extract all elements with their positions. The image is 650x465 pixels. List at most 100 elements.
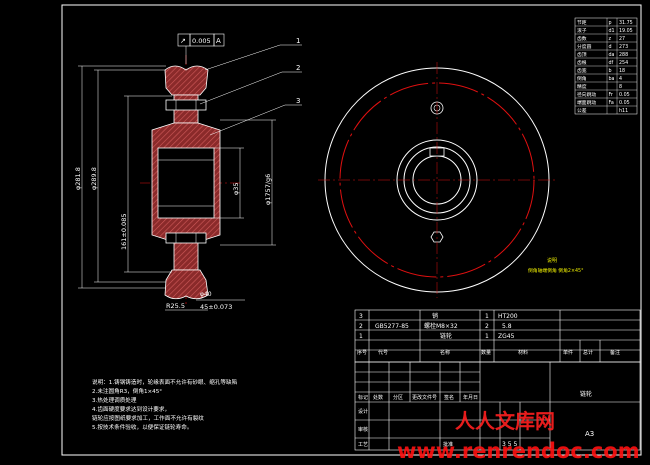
param-label: 滚子 [577, 27, 587, 34]
section-view: 1 2 3 ↗ 0.005 A φ281.8 φ289.8 161±0.085 … [74, 33, 302, 311]
web-bottom [173, 241, 199, 271]
tolerance-datum: A [216, 37, 221, 45]
drawing-border [61, 4, 642, 456]
param-symbol: da [609, 52, 615, 58]
bolt-bottom [165, 232, 207, 244]
bom-header: 单件 [563, 349, 573, 356]
sheet-size: A3 [585, 430, 594, 438]
bom-header: 材料 [518, 349, 528, 356]
tolerance-value: 0.005 [192, 37, 211, 45]
tb-label: 更改文件号 [412, 394, 437, 401]
param-label: 节距 [577, 20, 587, 26]
bom-header: 序号 [357, 349, 367, 356]
param-symbol: Fa [609, 100, 614, 106]
param-label: 齿顶 [577, 52, 587, 58]
front-view: 说明 倒角轴端倒角 倒角2×45° [318, 62, 583, 298]
param-value: 4 [619, 76, 622, 82]
param-label: 径向跳动 [577, 91, 596, 98]
param-value: 31.75 [619, 20, 633, 26]
front-view-note-body: 倒角轴端倒角 倒角2×45° [528, 267, 583, 274]
param-value: 254 [619, 60, 628, 66]
watermark-url: www.renrendoc.com [397, 439, 640, 463]
bom-no: 3 [359, 313, 363, 320]
tech-notes: 说明：1.铸钢铸造时，轮缘表面不允许有砂眼、缩孔等缺陷 2.未注圆角R3，倒角1… [92, 378, 238, 431]
dim-d6: φ40 [200, 291, 212, 298]
bore [157, 147, 215, 219]
tb-label: 签名 [444, 394, 454, 401]
bom-no: 2 [359, 323, 363, 330]
drawing-name: 链轮 [580, 390, 592, 398]
bom-material: 5.8 [502, 323, 512, 330]
tb-label: 处数 [373, 394, 383, 401]
param-value: 273 [619, 44, 628, 50]
bom-header: 代号 [378, 349, 388, 356]
bom-header: 数量 [481, 349, 491, 356]
tb-label: 分区 [393, 394, 403, 401]
param-symbol: d [609, 44, 612, 50]
bom-text: 3 销 1 HT200 2 GB5277-85 螺栓M8×32 2 5.8 1 … [357, 312, 620, 356]
tech-note-line: 说明：1.铸钢铸造时，轮缘表面不允许有砂眼、缩孔等缺陷 [92, 378, 238, 386]
param-symbol: z [609, 37, 612, 42]
param-value: h11 [619, 108, 628, 114]
title-block [354, 361, 641, 451]
param-label: 分度圆 [577, 43, 592, 50]
bolt-top [165, 99, 207, 111]
leader-3: 3 [296, 97, 300, 105]
tech-note-line: 2.未注圆角R3，倒角1×45° [92, 387, 162, 395]
param-value: 0.05 [619, 100, 630, 106]
bom-qty: 2 [485, 323, 489, 330]
bom-name: 链轮 [440, 332, 452, 340]
param-value: 18 [619, 68, 625, 74]
param-label: 齿数 [577, 35, 587, 42]
watermark-cn: 人人文库网 [455, 409, 555, 433]
tb-row: 设计 [358, 408, 368, 415]
param-value: 8 [619, 84, 622, 90]
leader-1: 1 [296, 37, 300, 45]
tolerance-frame: ↗ 0.005 A [177, 33, 225, 64]
bom-name: 螺栓M8×32 [424, 322, 458, 330]
dim-d4: φ35 [232, 182, 240, 195]
tb-row: 工艺 [358, 442, 368, 448]
param-symbol: p [609, 21, 612, 26]
param-symbol: df [609, 60, 614, 66]
rim-bottom [164, 269, 209, 300]
tech-note-line: 5.按技术条件验收，以便保证链轮寿命。 [92, 423, 192, 431]
param-symbol: Fr [609, 92, 613, 98]
bom-header: 总计 [583, 349, 593, 356]
bom-header: 名称 [440, 349, 450, 356]
param-label: 齿宽 [577, 67, 587, 74]
tech-note-line: 3.热处理调质处理 [92, 396, 137, 404]
scale-marks: 3 5 5 [502, 441, 517, 448]
param-symbol: d1 [609, 28, 615, 34]
dim-d8: R25.5 [166, 302, 185, 310]
bom-qty: 1 [485, 313, 489, 320]
param-label: 齿根 [577, 59, 587, 66]
bom-table [354, 309, 641, 363]
bom-no: 1 [359, 333, 363, 340]
bom-name: 销 [432, 312, 438, 320]
param-value: 288 [619, 52, 628, 58]
tech-note-line: 4.齿面硬度要求达到设计要求， [92, 405, 170, 413]
bom-material: HT200 [498, 313, 518, 320]
bom-qty: 1 [485, 333, 489, 340]
rim-top [164, 65, 209, 96]
bom-code: GB5277-85 [375, 323, 409, 330]
tolerance-symbol: ↗ [180, 37, 186, 45]
tb-row: 批准 [443, 441, 453, 448]
tech-note-line: 链轮应按图纸要求加工，工作面不允许有裂纹 [92, 414, 204, 422]
param-label: 精度 [577, 83, 587, 90]
param-symbol: ba [609, 76, 615, 82]
dim-d2: φ289.8 [90, 167, 98, 190]
dim-d7: 161±0.085 [120, 214, 128, 250]
param-label: 倒角 [577, 75, 587, 82]
leader-2: 2 [296, 64, 300, 72]
param-symbol: b [609, 68, 612, 74]
param-value: 19.05 [619, 28, 633, 34]
tb-row: 审核 [358, 426, 368, 433]
bom-material: ZG45 [498, 333, 515, 340]
dim-d1: φ281.8 [74, 167, 82, 190]
param-label: 公差 [577, 107, 587, 114]
tb-label: 标记 [358, 394, 368, 401]
